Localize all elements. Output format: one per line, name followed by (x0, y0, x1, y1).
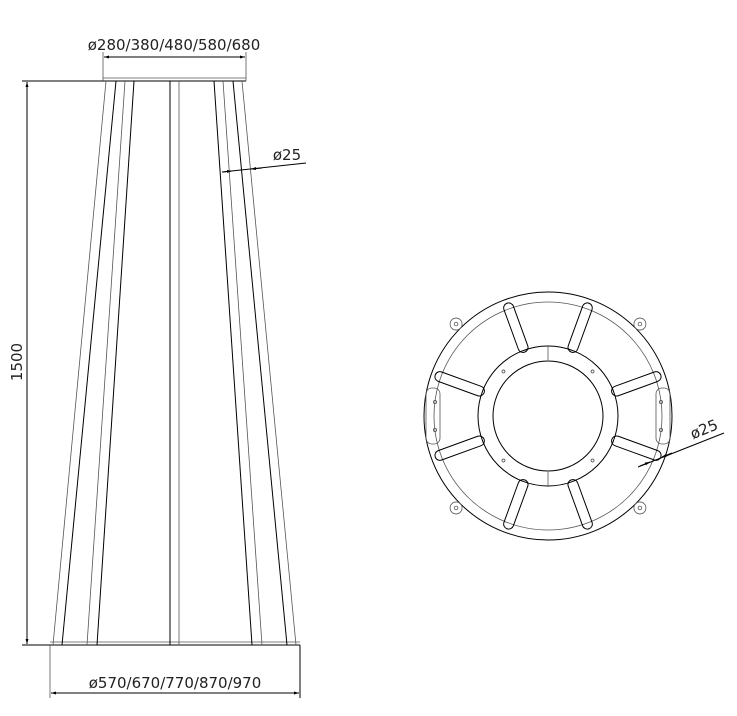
bolt-hole (637, 505, 643, 511)
bolt-holes (433, 321, 664, 511)
height-dimension: 1500 (8, 80, 103, 646)
inner-ring-outer (477, 345, 619, 487)
mounting-ear (449, 501, 463, 515)
spoke (434, 371, 485, 397)
elevation-view: ø280/380/480/580/680 1500 ø570/670/770/8… (8, 36, 307, 698)
outer-ring-inner (433, 301, 663, 531)
mounting-ear (633, 501, 647, 515)
plan-rod-diameter-label: ø25 (688, 416, 721, 443)
plan-rod-diameter-callout: ø25 (637, 416, 725, 468)
spokes (434, 302, 662, 530)
bolt-hole (637, 321, 643, 327)
mounting-ear (449, 317, 463, 331)
top-diameter-dimension: ø280/380/480/580/680 (88, 36, 261, 81)
outer-ring-outer (423, 291, 673, 541)
rod-diameter-label: ø25 (273, 146, 301, 164)
bolt-hole (501, 369, 506, 374)
bolt-hole (433, 427, 438, 432)
spoke (503, 302, 529, 353)
top-diameter-label: ø280/380/480/580/680 (88, 36, 261, 54)
rod-diameter-callout: ø25 (221, 146, 307, 174)
spoke (567, 479, 593, 530)
spoke (434, 435, 485, 461)
side-pad (425, 387, 441, 445)
spoke (611, 435, 662, 461)
height-label: 1500 (8, 343, 26, 381)
spoke (567, 302, 593, 353)
bolt-hole (433, 399, 438, 404)
mounting-ears (425, 317, 671, 515)
rods (52, 80, 297, 646)
bottom-diameter-label: ø570/670/770/870/970 (89, 674, 262, 692)
bolt-hole (659, 427, 664, 432)
plan-view (423, 291, 673, 541)
bolt-hole (659, 399, 664, 404)
spoke (503, 479, 529, 530)
bottom-diameter-dimension: ø570/670/770/870/970 (49, 645, 301, 698)
mounting-ear (633, 317, 647, 331)
bolt-hole (453, 505, 459, 511)
spoke (611, 371, 662, 397)
bolt-hole (590, 369, 595, 374)
bolt-hole (501, 458, 506, 463)
bolt-hole (453, 321, 459, 327)
inner-ring-inner (492, 360, 604, 472)
bolt-hole (590, 458, 595, 463)
side-pad (655, 387, 671, 445)
